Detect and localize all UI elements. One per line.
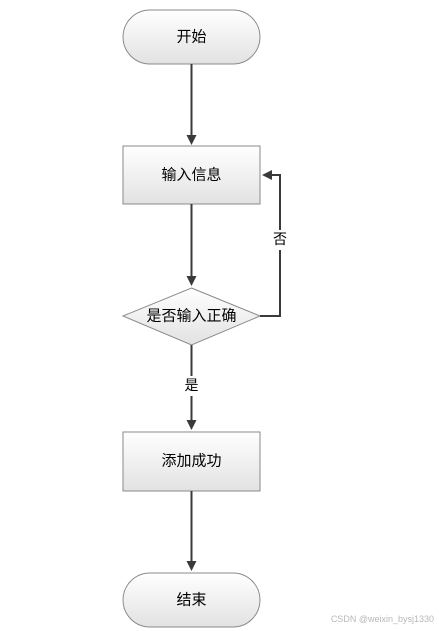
end-label: 结束	[176, 591, 206, 609]
success-node: 添加成功	[122, 431, 261, 492]
watermark: CSDN @weixin_bysj1330	[331, 614, 434, 624]
decision-node: 是否输入正确	[121, 287, 262, 346]
input-label: 输入信息	[161, 166, 221, 184]
end-node: 结束	[122, 572, 261, 628]
input-node: 输入信息	[122, 145, 261, 205]
start-node: 开始	[122, 9, 261, 65]
yes-label-bg	[181, 376, 202, 396]
no-label-bg	[271, 230, 289, 250]
decision-label: 是否输入正确	[146, 307, 236, 325]
start-label: 开始	[176, 28, 206, 46]
yes-label: 是	[185, 378, 199, 394]
success-label: 添加成功	[161, 452, 221, 470]
no-label: 否	[273, 232, 287, 248]
